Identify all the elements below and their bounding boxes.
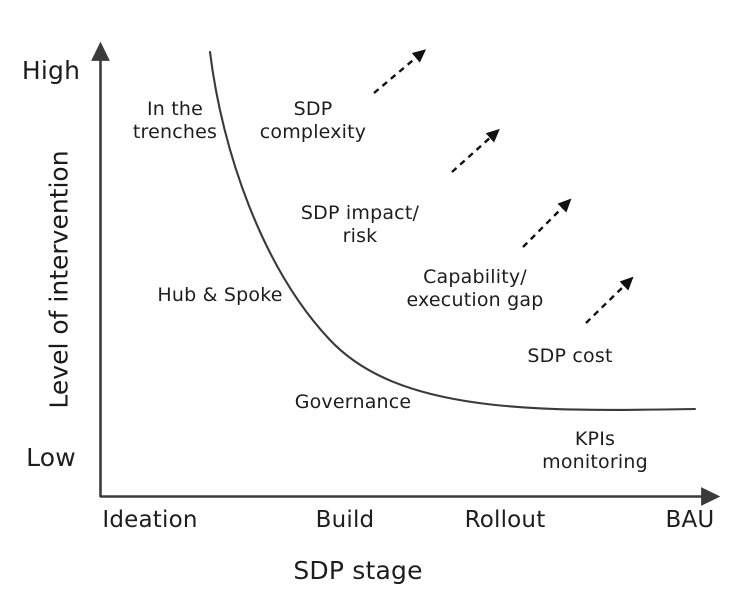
annotation-kpis-monitoring: KPIs monitoring bbox=[542, 428, 648, 474]
y-axis-low-label: Low bbox=[26, 443, 76, 472]
y-axis-title: Level of intervention bbox=[44, 150, 74, 409]
intervention-curve bbox=[208, 50, 697, 411]
annotation-sdp-impact-risk: SDP impact/ risk bbox=[300, 202, 420, 248]
growth-arrow-1 bbox=[373, 49, 427, 94]
annotation-sdp-cost: SDP cost bbox=[527, 345, 613, 367]
growth-arrow-4 bbox=[585, 276, 634, 324]
x-axis-title: SDP stage bbox=[293, 556, 423, 585]
x-tick-bau: BAU bbox=[665, 507, 715, 533]
annotation-capability-execution-gap: Capability/ execution gap bbox=[406, 266, 544, 312]
annotation-governance: Governance bbox=[294, 391, 412, 413]
y-axis-high-label: High bbox=[21, 56, 81, 85]
annotation-sdp-complexity: SDP complexity bbox=[259, 98, 367, 144]
growth-arrow-2 bbox=[451, 128, 500, 173]
x-tick-build: Build bbox=[315, 507, 375, 533]
growth-arrow-3 bbox=[522, 198, 572, 248]
annotation-in-the-trenches: In the trenches bbox=[132, 98, 218, 144]
annotation-hub-and-spoke: Hub & Spoke bbox=[157, 284, 283, 306]
x-tick-rollout: Rollout bbox=[464, 507, 546, 533]
x-tick-ideation: Ideation bbox=[102, 507, 198, 533]
